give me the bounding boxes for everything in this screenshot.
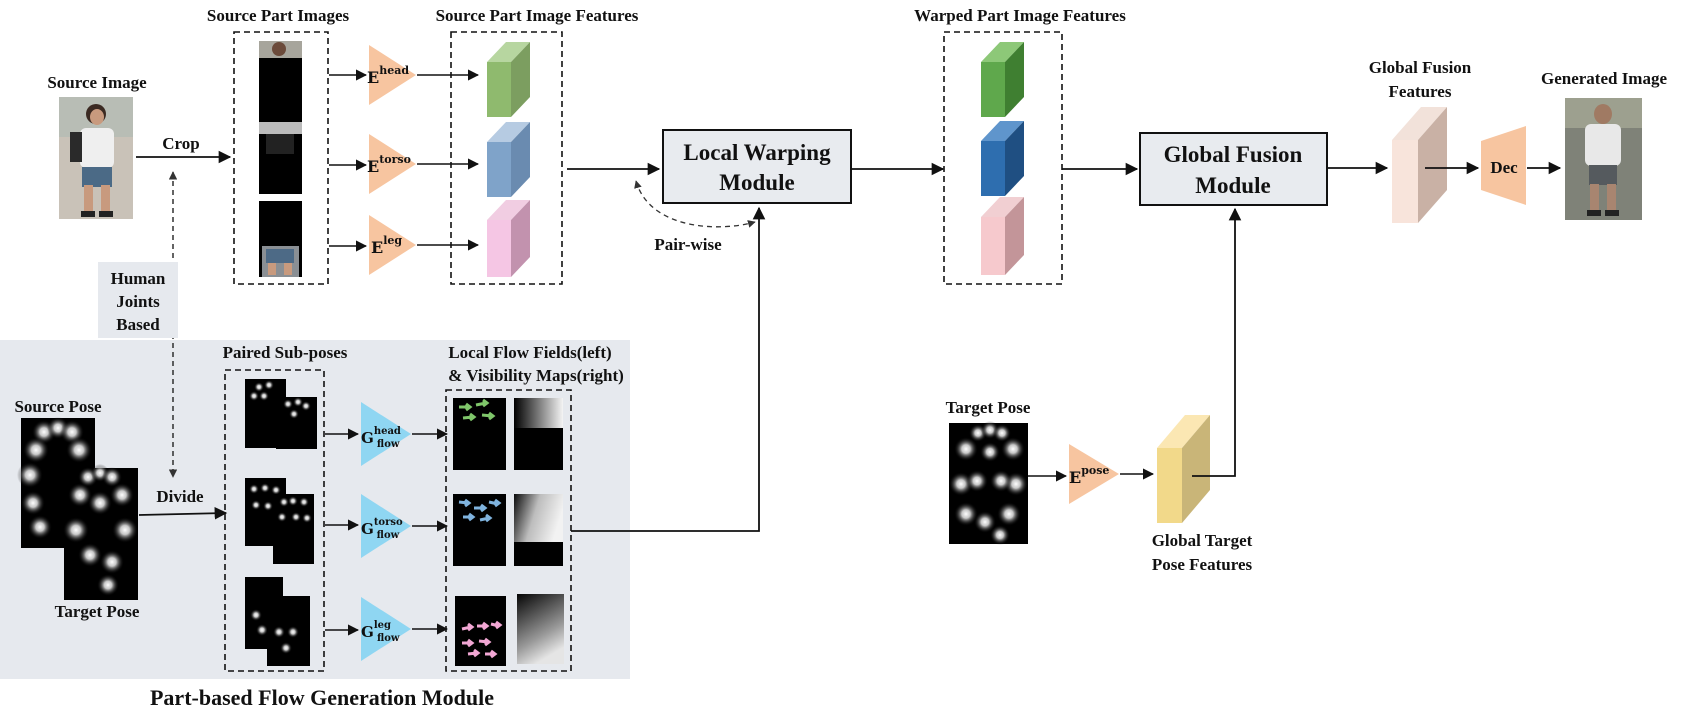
global-fusion-feature-block bbox=[1392, 107, 1447, 223]
warped-part-features-label: Warped Part Image Features bbox=[914, 6, 1126, 25]
generated-image-thumbnail bbox=[1565, 98, 1642, 220]
torso-feature-block bbox=[487, 122, 530, 197]
head-feature-block bbox=[487, 42, 530, 117]
svg-text:Epose: Epose bbox=[1069, 464, 1109, 487]
warped-part-features-box bbox=[943, 31, 1063, 285]
local-flow-label-1: Local Flow Fields(left) bbox=[448, 343, 611, 362]
svg-text:Eleg: Eleg bbox=[371, 234, 402, 257]
leg-feature-block bbox=[487, 200, 530, 277]
global-fusion-label-1: Global Fusion bbox=[1164, 142, 1303, 167]
warped-torso-feature-block bbox=[981, 121, 1024, 196]
warped-leg-feature-block bbox=[981, 197, 1024, 275]
global-target-label-2: Pose Features bbox=[1152, 555, 1253, 574]
global-fusion-label-2: Module bbox=[1195, 173, 1270, 198]
target-pose-label-right: Target Pose bbox=[946, 398, 1031, 417]
local-warping-label-2: Module bbox=[719, 170, 794, 195]
torso-part-image bbox=[259, 122, 302, 194]
leg-part-image bbox=[259, 201, 302, 277]
pair-wise-label: Pair-wise bbox=[654, 235, 722, 254]
divide-label: Divide bbox=[156, 487, 204, 506]
head-visibility-map bbox=[514, 398, 563, 470]
source-part-features-box bbox=[450, 31, 563, 285]
leg-flow-field bbox=[455, 596, 506, 666]
torso-flow-field bbox=[453, 494, 506, 566]
joints-label: Joints bbox=[116, 292, 160, 311]
global-fusion-features-label-1: Global Fusion bbox=[1369, 58, 1472, 77]
pose-encoder: Epose bbox=[1069, 444, 1119, 504]
local-warping-module bbox=[662, 129, 852, 204]
based-label: Based bbox=[116, 315, 160, 334]
source-pose-label: Source Pose bbox=[14, 397, 101, 416]
target-pose-label-left: Target Pose bbox=[55, 602, 140, 621]
target-pose-feature-block bbox=[1157, 415, 1210, 523]
pose-features-to-fusion-arrow bbox=[1192, 207, 1242, 477]
local-warping-label-1: Local Warping bbox=[683, 140, 831, 165]
decoder: Dec bbox=[1481, 126, 1526, 205]
local-flow-label-2: & Visibility Maps(right) bbox=[448, 366, 624, 385]
source-part-images-box bbox=[233, 31, 329, 285]
source-part-features-label: Source Part Image Features bbox=[436, 6, 639, 25]
generated-image-label: Generated Image bbox=[1541, 69, 1668, 88]
torso-sub-pose-pair bbox=[245, 478, 314, 564]
head-sub-pose-pair bbox=[245, 379, 317, 449]
source-part-images-label: Source Part Images bbox=[207, 6, 350, 25]
head-flow-field bbox=[453, 398, 506, 470]
global-fusion-module bbox=[1139, 132, 1328, 206]
torso-visibility-map bbox=[514, 494, 563, 566]
source-image-thumbnail bbox=[59, 97, 133, 219]
flow-to-warping-arrow bbox=[571, 206, 766, 532]
crop-label: Crop bbox=[162, 134, 199, 153]
svg-text:Dec: Dec bbox=[1490, 158, 1518, 177]
target-pose-map-left bbox=[63, 464, 138, 600]
human-joints-label: Human bbox=[111, 269, 166, 288]
head-encoder: Ehead bbox=[367, 45, 416, 105]
global-fusion-features-label-2: Features bbox=[1389, 82, 1452, 101]
global-target-label-1: Global Target bbox=[1152, 531, 1253, 550]
svg-text:Etorso: Etorso bbox=[367, 153, 411, 176]
divide-arrow bbox=[138, 506, 228, 520]
leg-sub-pose-pair bbox=[245, 577, 310, 666]
part-based-module-title: Part-based Flow Generation Module bbox=[150, 685, 494, 710]
target-pose-map-right bbox=[949, 421, 1028, 545]
source-image-label: Source Image bbox=[47, 73, 147, 92]
svg-text:Ehead: Ehead bbox=[367, 64, 409, 87]
warped-head-feature-block bbox=[981, 42, 1024, 117]
leg-encoder: Eleg bbox=[369, 215, 416, 275]
torso-encoder: Etorso bbox=[367, 134, 416, 194]
paired-sub-poses-label: Paired Sub-poses bbox=[223, 343, 348, 362]
leg-visibility-map bbox=[517, 594, 564, 664]
